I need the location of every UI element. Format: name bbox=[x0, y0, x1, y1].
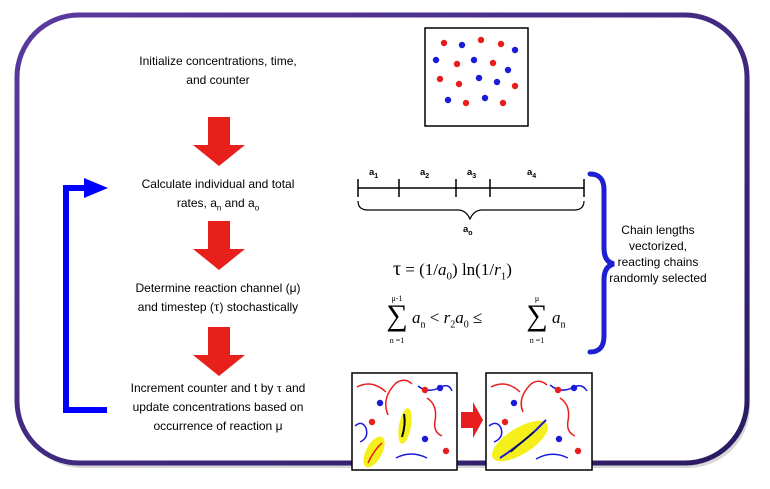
step-calc-line1: Calculate individual and total bbox=[141, 177, 295, 191]
down-arrow-2 bbox=[193, 221, 245, 270]
rate-label-a3: a3 bbox=[467, 167, 477, 180]
loop-back-arrow bbox=[63, 178, 108, 413]
molecule-dots bbox=[432, 36, 519, 107]
step-determine-line1: Determine reaction channel (μ) bbox=[135, 281, 301, 295]
step-initialize: Initialize concentrations, time, and cou… bbox=[98, 52, 338, 90]
side-note-line2: vectorized, bbox=[628, 239, 688, 253]
timestep-equation: τ = (1/a0) ln(1/r1) bbox=[393, 258, 512, 283]
sum1-lower: n =1 bbox=[389, 336, 405, 345]
initial-molecules-box bbox=[424, 27, 529, 127]
rate-label-a2: a2 bbox=[420, 167, 430, 180]
transition-arrow bbox=[461, 402, 483, 438]
step-determine-channel: Determine reaction channel (μ) and times… bbox=[98, 279, 338, 317]
selection-inequality: μ-1 ∑ n =1 an < r2a0 ≤ μ ∑ n =1 an bbox=[382, 294, 582, 354]
sum2-upper: μ bbox=[534, 294, 540, 303]
step-increment-line2: update concentrations based on bbox=[132, 400, 304, 414]
step-initialize-line1: Initialize concentrations, time, bbox=[139, 54, 297, 68]
rate-label-a4: a4 bbox=[527, 167, 537, 180]
sum2-sigma: ∑ bbox=[526, 299, 548, 332]
side-note: Chain lengths vectorized, reacting chain… bbox=[598, 222, 718, 286]
sum2-lower: n =1 bbox=[529, 336, 545, 345]
rate-bar bbox=[357, 179, 585, 221]
chains-after-box bbox=[485, 372, 593, 471]
down-arrow-1 bbox=[193, 117, 245, 166]
rate-label-total: ao bbox=[463, 224, 473, 237]
step-increment-line3: occurrence of reaction μ bbox=[153, 419, 283, 433]
step-increment-line1: Increment counter and t by τ and bbox=[130, 380, 306, 395]
step-increment: Increment counter and t by τ and update … bbox=[98, 378, 338, 436]
step-determine-line2: and timestep (τ) stochastically bbox=[137, 300, 299, 315]
sum1-upper: μ-1 bbox=[391, 294, 403, 303]
side-note-line4: randomly selected bbox=[609, 271, 707, 285]
step-calculate-rates: Calculate individual and total rates, an… bbox=[98, 175, 338, 217]
sum1-sigma: ∑ bbox=[386, 299, 408, 332]
step-calc-line2: rates, an and ao bbox=[176, 196, 260, 213]
sum2-term: an bbox=[552, 308, 566, 331]
side-note-line1: Chain lengths bbox=[621, 223, 695, 237]
side-note-line3: reacting chains bbox=[617, 255, 699, 269]
down-arrow-3 bbox=[193, 327, 245, 376]
chains-before-box bbox=[351, 372, 458, 471]
right-brace bbox=[587, 171, 615, 355]
rate-label-a1: a1 bbox=[369, 167, 379, 180]
step-initialize-line2: and counter bbox=[186, 73, 250, 87]
selection-middle: an < r2a0 ≤ bbox=[412, 308, 483, 331]
